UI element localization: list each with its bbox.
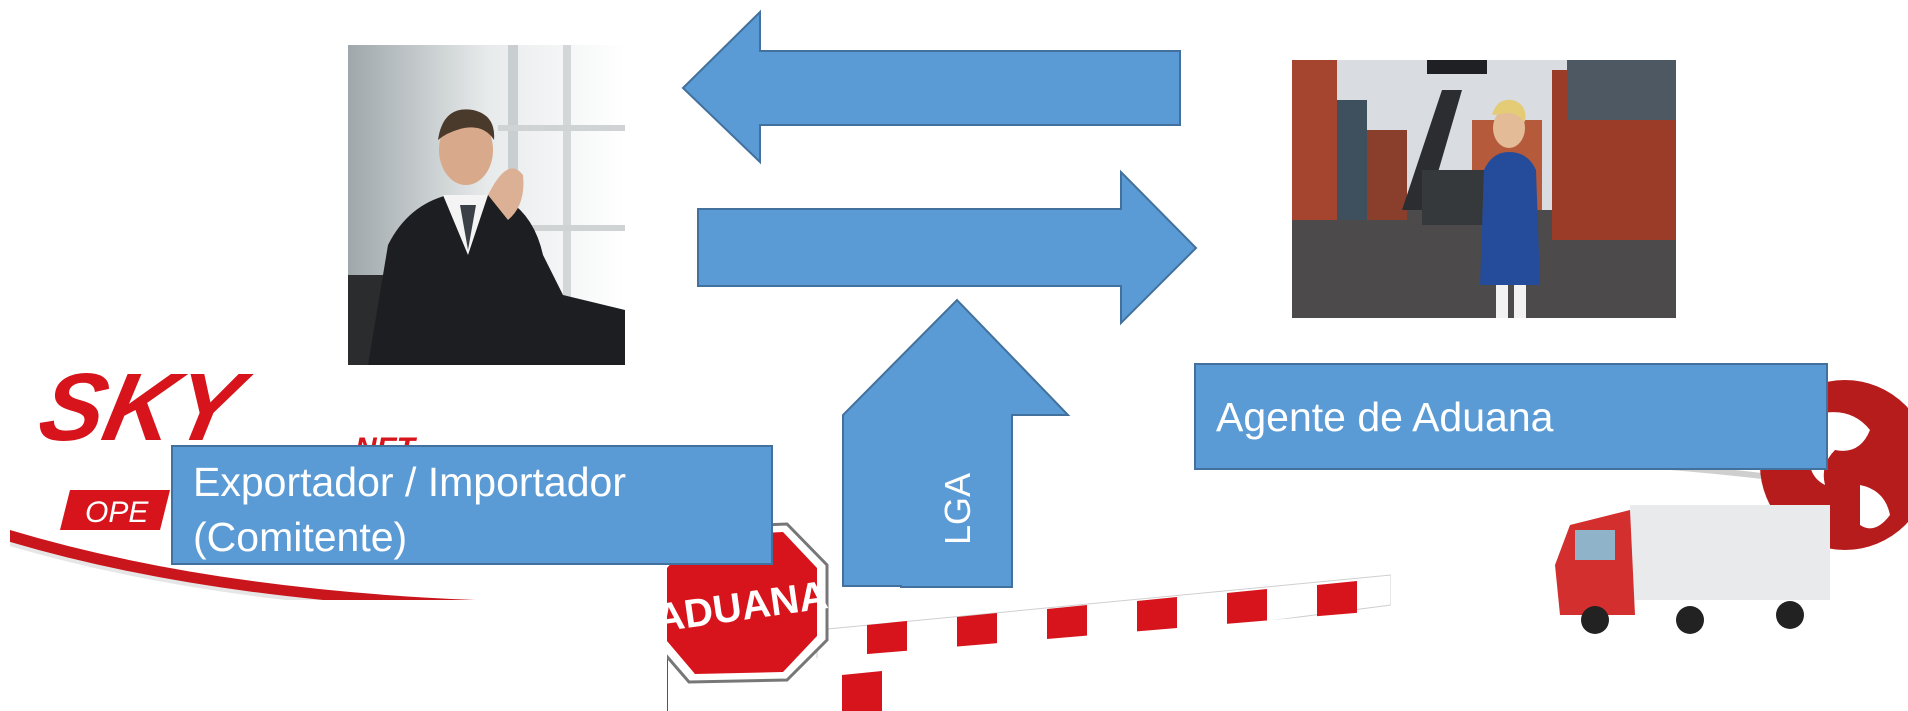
skynet-tagline: OPE <box>85 496 149 529</box>
arrow-left <box>681 9 1181 165</box>
exporter-label-box: Exportador / Importador (Comitente) <box>171 445 773 565</box>
container-port-photo <box>1292 60 1676 318</box>
exporter-label-line2: (Comitente) <box>193 514 408 560</box>
businessman-photo <box>348 45 625 365</box>
skynet-swoosh <box>10 530 770 600</box>
skynet-tagline-bar <box>60 490 170 530</box>
aduana-barrier: ADUANA <box>667 510 1391 711</box>
lga-label: LGA <box>937 472 978 545</box>
agent-label: Agente de Aduana <box>1216 394 1554 440</box>
agent-label-box: Agente de Aduana <box>1194 363 1828 470</box>
arrow-up-lga <box>842 298 1071 588</box>
arrow-right <box>697 169 1198 326</box>
exporter-label-line1: Exportador / Importador <box>193 459 626 505</box>
